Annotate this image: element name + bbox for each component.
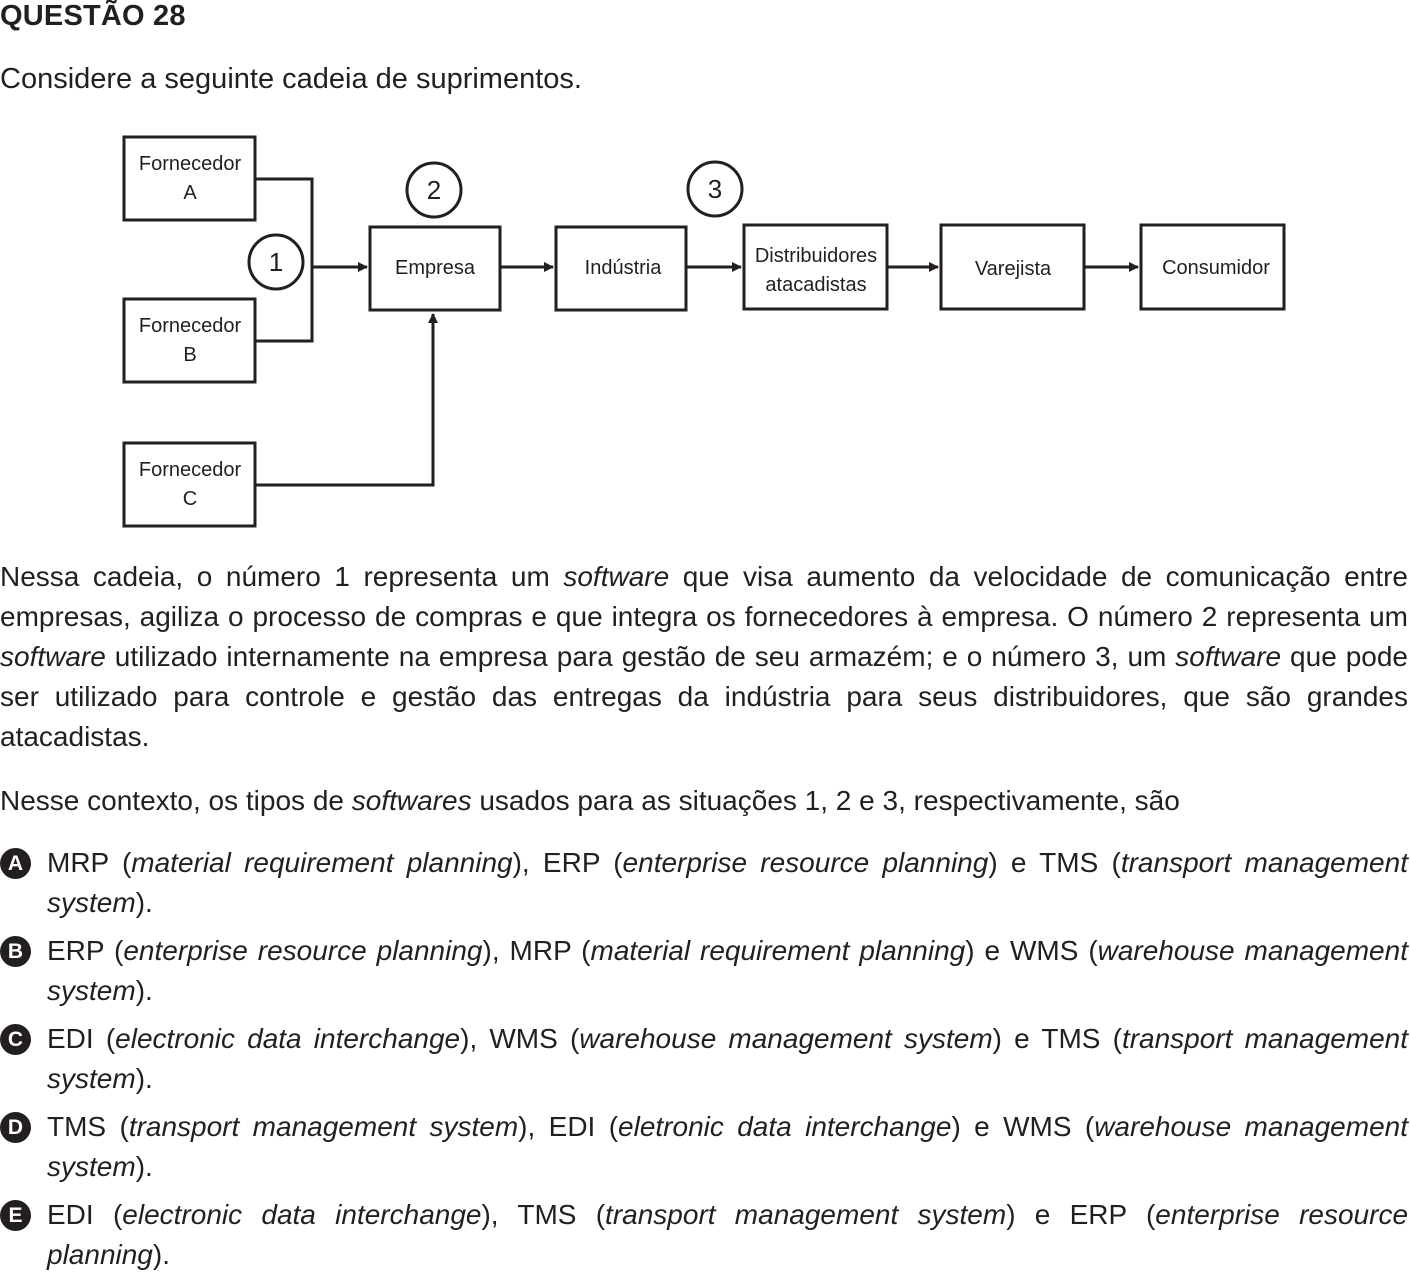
option-c[interactable]: C EDI (electronic data interchange), WMS… <box>0 1019 1408 1107</box>
context-paragraph: Nessa cadeia, o número 1 representa um s… <box>0 557 1408 757</box>
option-a-letter-badge: A <box>0 848 31 879</box>
option-b[interactable]: B ERP (enterprise resource planning), MR… <box>0 931 1408 1019</box>
option-b-text: ERP (enterprise resource planning), MRP … <box>47 935 1408 1006</box>
option-c-letter-badge: C <box>0 1024 31 1055</box>
arrow-fornecedor-c-to-empresa <box>255 313 438 487</box>
label-distribuidores-line2: atacadistas <box>765 274 866 296</box>
box-industria <box>554 225 688 312</box>
paragraph-text: que pode ser utilizado para controle e g… <box>0 641 1408 752</box>
label-consumidor: Consumidor <box>1162 257 1270 279</box>
paragraph-italic-term: software <box>0 641 106 672</box>
marker-circle-3 <box>686 160 744 218</box>
option-c-text: EDI (electronic data interchange), WMS (… <box>47 1023 1409 1094</box>
option-d-letter-badge: D <box>0 1112 31 1143</box>
box-distribuidores <box>742 223 889 311</box>
label-fornecedor-c-line1: Fornecedor <box>139 459 242 481</box>
option-a-text: MRP (material requirement planning), ERP… <box>47 847 1408 918</box>
box-fornecedor-c <box>122 441 257 528</box>
paragraph-italic-term: software <box>563 561 670 592</box>
paragraph-text: que visa aumento da velocidade de comuni… <box>0 561 1409 632</box>
label-fornecedor-c-line2: C <box>183 488 197 510</box>
box-varejista <box>939 223 1086 311</box>
label-fornecedor-b-line1: Fornecedor <box>139 315 242 337</box>
option-b-letter-badge: B <box>0 936 31 967</box>
question-title: QUESTÃO 28 <box>0 0 186 32</box>
connector-supplier-a <box>255 177 314 343</box>
marker-number-1: 1 <box>269 247 283 277</box>
option-d-text: TMS (transport management system), EDI (… <box>47 1111 1408 1182</box>
box-fornecedor-a <box>122 135 257 222</box>
paragraph-text: utilizado internamente na empresa para g… <box>105 641 1176 672</box>
label-empresa: Empresa <box>395 257 476 279</box>
option-a[interactable]: A MRP (material requirement planning), E… <box>0 843 1408 931</box>
prompt-text: Nesse contexto, os tipos de <box>0 785 352 816</box>
label-fornecedor-a-line2: A <box>183 182 197 204</box>
label-fornecedor-a-line1: Fornecedor <box>139 153 242 175</box>
option-e-letter-badge: E <box>0 1200 31 1231</box>
marker-number-3: 3 <box>708 174 722 204</box>
label-distribuidores-line1: Distribuidores <box>755 245 877 267</box>
option-d[interactable]: D TMS (transport management system), EDI… <box>0 1107 1408 1195</box>
option-e-text: EDI (electronic data interchange), TMS (… <box>47 1199 1409 1270</box>
question-intro: Considere a seguinte cadeia de supriment… <box>0 63 582 95</box>
prompt-italic-term: softwares <box>351 785 472 816</box>
marker-circle-2 <box>405 161 463 219</box>
marker-number-2: 2 <box>427 175 441 205</box>
paragraph-text: Nessa cadeia, o número 1 representa um <box>0 561 564 592</box>
box-fornecedor-b <box>122 297 257 384</box>
label-industria: Indústria <box>585 257 663 279</box>
question-prompt: Nesse contexto, os tipos de softwares us… <box>0 781 1408 821</box>
box-empresa <box>368 225 502 312</box>
option-e[interactable]: E EDI (electronic data interchange), TMS… <box>0 1195 1408 1285</box>
box-consumidor <box>1139 223 1286 311</box>
prompt-text: usados para as situações 1, 2 e 3, respe… <box>471 785 1180 816</box>
label-fornecedor-b-line2: B <box>183 344 196 366</box>
answer-options: A MRP (material requirement planning), E… <box>0 843 1408 1285</box>
paragraph-italic-term: software <box>1175 641 1282 672</box>
marker-circle-1 <box>247 233 305 291</box>
label-varejista: Varejista <box>975 258 1052 280</box>
supply-chain-diagram: Fornecedor A Fornecedor B Fornecedor C E… <box>122 135 1286 528</box>
